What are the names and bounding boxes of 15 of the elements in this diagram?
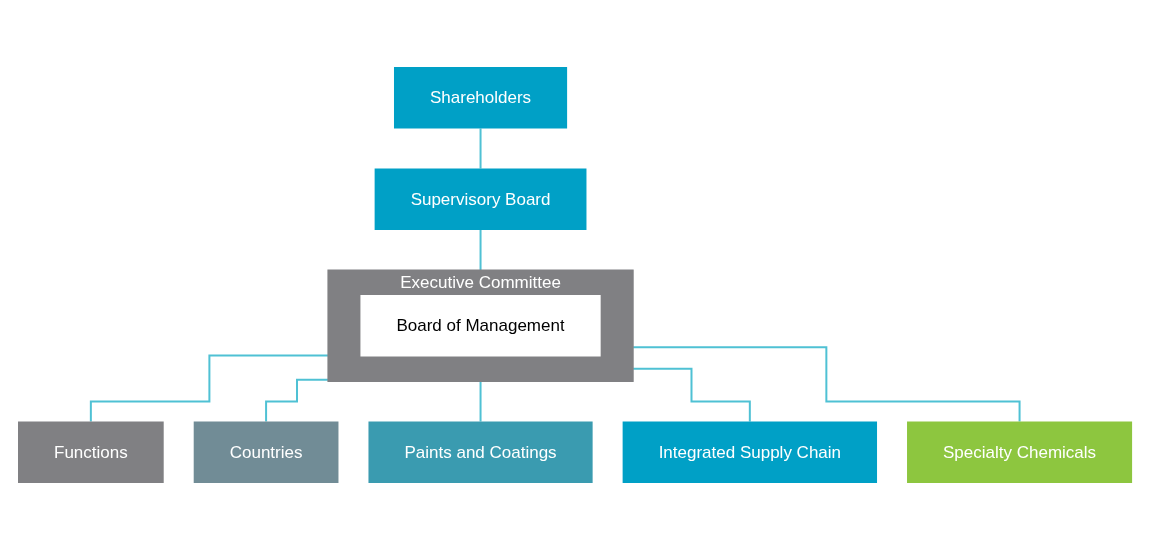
node-box: Countries xyxy=(194,421,339,483)
node-box: Integrated Supply Chain xyxy=(623,421,878,483)
connector xyxy=(480,229,482,271)
node-box: Specialty Chemicals xyxy=(907,421,1133,483)
node-box: Functions xyxy=(18,421,165,483)
connector xyxy=(480,127,482,170)
node-box: Shareholders xyxy=(394,67,568,129)
node-box: Board of Management xyxy=(360,295,602,357)
connector xyxy=(90,354,330,423)
node-box: Supervisory Board xyxy=(375,168,587,230)
node-box: Paints and Coatings xyxy=(368,421,594,483)
connector xyxy=(265,378,330,423)
connector xyxy=(480,380,482,423)
connector xyxy=(632,367,752,423)
connector xyxy=(632,346,1021,423)
